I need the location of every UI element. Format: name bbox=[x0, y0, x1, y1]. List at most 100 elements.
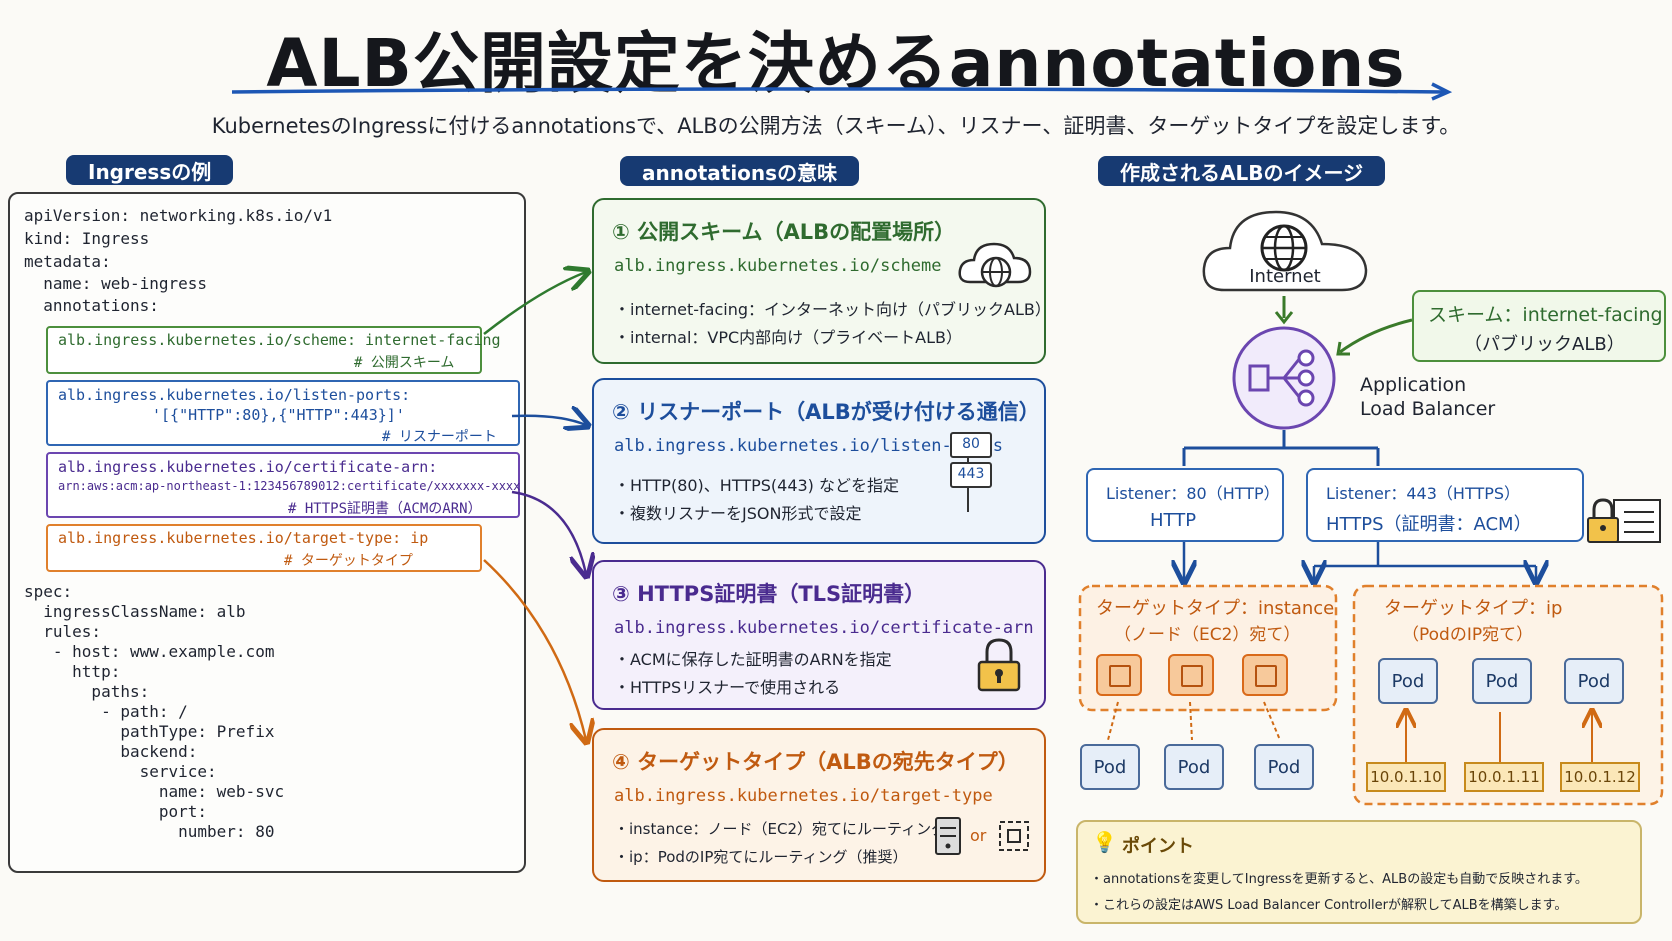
code-line: spec: bbox=[24, 582, 73, 601]
pod: Pod bbox=[1080, 744, 1140, 790]
code-line: ingressClassName: alb bbox=[24, 602, 246, 621]
card-scheme-annotation: alb.ingress.kubernetes.io/scheme bbox=[614, 256, 942, 276]
listener-http-protocol: HTTP bbox=[1150, 510, 1197, 531]
card-target-bullet: ・instance：ノード（EC2）宛てにルーティング bbox=[614, 820, 947, 838]
code-target-comment: # ターゲットタイプ bbox=[284, 553, 413, 569]
scheme-label-text: スキーム：internet-facing bbox=[1428, 304, 1663, 326]
card-scheme-bullet: ・internal：VPC内部向け（プライベートALB） bbox=[614, 328, 962, 347]
point-box: 💡 ポイント ・annotationsを変更してIngressを更新すると、AL… bbox=[1076, 820, 1642, 924]
card-ports: ② リスナーポート（ALBが受け付ける通信） alb.ingress.kuber… bbox=[592, 378, 1046, 544]
card-scheme-title: ① 公開スキーム（ALBの配置場所） bbox=[612, 220, 956, 244]
code-line: annotations: bbox=[24, 296, 159, 315]
internet-label: Internet bbox=[1249, 266, 1321, 287]
alb-label: Load Balancer bbox=[1360, 398, 1496, 420]
point-title: ポイント bbox=[1122, 836, 1194, 857]
code-scheme-text: alb.ingress.kubernetes.io/scheme: intern… bbox=[58, 331, 501, 349]
card-target: ④ ターゲットタイプ（ALBの宛先タイプ） alb.ingress.kubern… bbox=[592, 728, 1046, 882]
code-line: paths: bbox=[24, 682, 150, 701]
card-cert-bullet: ・HTTPSリスナーで使用される bbox=[614, 678, 841, 697]
lightbulb-icon: 💡 bbox=[1092, 830, 1117, 854]
instance-target-subtitle: （ノード（EC2）宛て） bbox=[1114, 625, 1301, 645]
code-scheme-annotation: alb.ingress.kubernetes.io/scheme: intern… bbox=[46, 326, 501, 374]
ingress-code-panel: apiVersion: networking.k8s.io/v1 kind: I… bbox=[8, 192, 526, 873]
pod-ip-address: 10.0.1.10 bbox=[1366, 762, 1446, 792]
alb-label: Application bbox=[1360, 374, 1467, 396]
code-line: service: bbox=[24, 762, 217, 781]
ip-target-subtitle: （PodのIP宛て） bbox=[1402, 625, 1534, 645]
pod-ip-address: 10.0.1.12 bbox=[1560, 762, 1640, 792]
card-scheme: ① 公開スキーム（ALBの配置場所） alb.ingress.kubernete… bbox=[592, 198, 1051, 364]
pod: Pod bbox=[1472, 658, 1532, 704]
code-ports-value: '[{"HTTP":80},{"HTTP":443}]' bbox=[152, 406, 405, 424]
code-line: - host: www.example.com bbox=[24, 642, 275, 661]
pod: Pod bbox=[1564, 658, 1624, 704]
load-balancer-icon bbox=[1248, 349, 1315, 407]
code-ports-annotation: alb.ingress.kubernetes.io/listen-ports: … bbox=[46, 380, 520, 446]
page-subtitle: KubernetesのIngressに付けるannotationsで、ALBの公… bbox=[211, 114, 1461, 138]
listener-http: Listener：80（HTTP） HTTP bbox=[1086, 468, 1284, 542]
card-cert: ③ HTTPS証明書（TLS証明書） alb.ingress.kubernete… bbox=[592, 560, 1046, 710]
section-image-label: 作成されるALBのイメージ bbox=[1098, 156, 1386, 186]
code-line: number: 80 bbox=[24, 822, 275, 841]
code-line: metadata: bbox=[24, 252, 111, 271]
scheme-label-box: スキーム：internet-facing （パブリックALB） bbox=[1412, 290, 1666, 362]
code-line: backend: bbox=[24, 742, 198, 761]
code-ports-comment: # リスナーポート bbox=[382, 429, 497, 445]
card-target-bullet: ・ip：PodのIP宛てにルーティング（推奨） bbox=[614, 848, 908, 866]
signpost-80: 80 bbox=[950, 432, 992, 458]
card-ports-bullet: ・HTTP(80)、HTTPS(443) などを指定 bbox=[614, 476, 900, 495]
listener-https-protocol: HTTPS（証明書：ACM） bbox=[1326, 514, 1532, 535]
code-cert-comment: # HTTPS証明書（ACMのARN） bbox=[288, 501, 482, 517]
code-ports-text: alb.ingress.kubernetes.io/listen-ports: bbox=[58, 386, 411, 404]
pod: Pod bbox=[1254, 744, 1314, 790]
section-example-label: Ingressの例 bbox=[66, 155, 234, 185]
card-cert-title: ③ HTTPS証明書（TLS証明書） bbox=[612, 582, 926, 606]
code-line: http: bbox=[24, 662, 121, 681]
card-target-title: ④ ターゲットタイプ（ALBの宛先タイプ） bbox=[612, 750, 1019, 774]
listener-https-port: Listener：443（HTTPS） bbox=[1326, 484, 1521, 503]
code-scheme-comment: # 公開スキーム bbox=[354, 355, 455, 371]
listener-http-port: Listener：80（HTTP） bbox=[1106, 484, 1280, 503]
code-line: name: web-ingress bbox=[24, 274, 208, 293]
ip-target-title: ターゲットタイプ：ip bbox=[1384, 598, 1563, 619]
card-cert-bullet: ・ACMに保存した証明書のARNを指定 bbox=[614, 650, 892, 669]
card-ports-title: ② リスナーポート（ALBが受け付ける通信） bbox=[612, 400, 1040, 424]
pod-ip-address: 10.0.1.11 bbox=[1464, 762, 1544, 792]
code-cert-annotation: alb.ingress.kubernetes.io/certificate-ar… bbox=[46, 452, 520, 518]
code-target-text: alb.ingress.kubernetes.io/target-type: i… bbox=[58, 529, 429, 547]
scheme-label-sub: （パブリックALB） bbox=[1464, 334, 1625, 355]
card-ports-annotation: alb.ingress.kubernetes.io/listen-ports bbox=[614, 436, 1003, 456]
pod: Pod bbox=[1164, 744, 1224, 790]
card-target-annotation: alb.ingress.kubernetes.io/target-type bbox=[614, 786, 993, 806]
code-line: pathType: Prefix bbox=[24, 722, 275, 741]
code-line: - path: / bbox=[24, 702, 188, 721]
code-cert-text: alb.ingress.kubernetes.io/certificate-ar… bbox=[58, 458, 438, 476]
server-icon bbox=[935, 817, 961, 855]
point-bullet: ・annotationsを変更してIngressを更新すると、ALBの設定も自動… bbox=[1090, 872, 1588, 887]
code-line: name: web-svc bbox=[24, 782, 285, 801]
instance-target-title: ターゲットタイプ：instance bbox=[1096, 598, 1335, 619]
ec2-node-icon bbox=[1242, 654, 1288, 696]
code-line: rules: bbox=[24, 622, 102, 641]
pod-ip-icon bbox=[999, 821, 1029, 851]
certificate-lock-icon bbox=[1587, 498, 1661, 543]
globe-icon bbox=[1260, 224, 1308, 272]
cloud-globe-icon bbox=[958, 242, 1032, 288]
card-ports-bullet: ・複数リスナーをJSON形式で設定 bbox=[614, 504, 862, 523]
or-label: or bbox=[970, 826, 987, 845]
padlock-icon bbox=[977, 638, 1021, 692]
listener-https: Listener：443（HTTPS） HTTPS（証明書：ACM） bbox=[1306, 468, 1584, 542]
ec2-node-icon bbox=[1168, 654, 1214, 696]
code-line: port: bbox=[24, 802, 208, 821]
code-cert-value: arn:aws:acm:ap-northeast-1:123456789012:… bbox=[58, 479, 521, 493]
point-bullet: ・これらの設定はAWS Load Balancer Controllerが解釈し… bbox=[1090, 898, 1568, 913]
ec2-node-icon bbox=[1096, 654, 1142, 696]
code-line: apiVersion: networking.k8s.io/v1 bbox=[24, 206, 333, 225]
section-meaning-label: annotationsの意味 bbox=[620, 156, 860, 186]
signpost-443: 443 bbox=[950, 462, 992, 488]
code-target-annotation: alb.ingress.kubernetes.io/target-type: i… bbox=[46, 524, 482, 572]
card-scheme-bullet: ・internet-facing：インターネット向け（パブリックALB） bbox=[614, 300, 1051, 319]
